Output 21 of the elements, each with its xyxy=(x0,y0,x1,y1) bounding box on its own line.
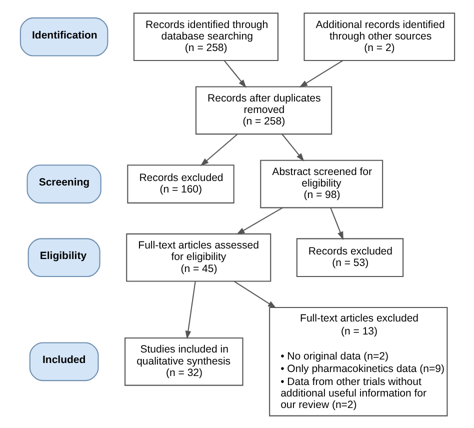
arrow xyxy=(236,206,282,234)
node-box: Additional records identified through other sources (n = 2) xyxy=(303,12,455,61)
node-box: Records excluded (n = 53) xyxy=(296,238,404,277)
arrow xyxy=(184,280,196,339)
node-box: Studies included in qualitative synthesis (n = 32) xyxy=(124,336,243,386)
node-box: Included xyxy=(28,342,98,381)
arrow xyxy=(200,133,238,166)
arrow xyxy=(281,133,304,161)
arrow xyxy=(233,280,276,308)
node-box: Eligibility xyxy=(27,238,100,277)
node-box: Records excluded (n = 160) xyxy=(126,164,234,203)
node-box: Full-text articles excluded (n = 13) • No original data (n=2) • Only pharmacokinetics data (n=9) • Data from other trials without additional useful information for our review (n=2) xyxy=(268,306,448,416)
node-box: Records after duplicates removed (n = 258) xyxy=(194,86,332,134)
arrow xyxy=(298,60,343,87)
node-box: Records identified through database searching (n = 258) xyxy=(132,12,278,61)
node-box: Full-text articles assessed for eligibility (n = 45) xyxy=(126,232,271,282)
arrow xyxy=(330,207,343,240)
node-box: Identification xyxy=(19,16,108,56)
arrow xyxy=(223,60,246,88)
node-box: Abstract screened for eligibility (n = 98) xyxy=(260,159,383,208)
node-box: Screening xyxy=(26,164,101,203)
